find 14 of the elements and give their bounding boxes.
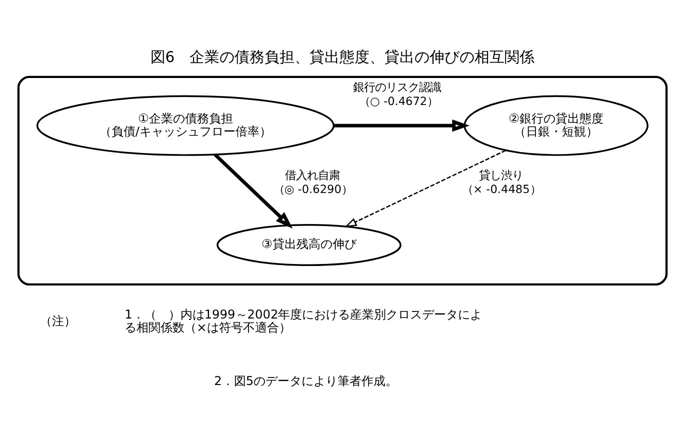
label: 2．図5のデータにより筆者作成。 <box>214 374 398 388</box>
arrow <box>334 118 470 132</box>
label: 1．（ ）内は1999～2002年度における産業別クロスデータによる相関係数（×は符号不適合） <box>124 307 482 334</box>
edge-label: 貸し渋り（× -0.4485） <box>462 168 541 196</box>
label: （注） <box>40 314 76 328</box>
node-ellipse: ①企業の債務負担 （負債/キャッシュフロー倍率） <box>36 94 335 156</box>
arrow <box>214 152 293 228</box>
edge-label: 借入れ自粛（◎ -0.6290） <box>273 168 352 196</box>
node-ellipse: ③貸出残高の伸び <box>216 223 402 266</box>
node-ellipse: ②銀行の貸出態度 （日銀・短観） <box>464 94 648 156</box>
arrow <box>344 149 506 227</box>
cluster <box>17 75 668 286</box>
edge-label: 銀行のリスク認識（○ -0.4672） <box>352 80 441 108</box>
diagram-title: 図6 企業の債務負担、貸出態度、貸出の伸びの相互関係 <box>150 48 535 66</box>
